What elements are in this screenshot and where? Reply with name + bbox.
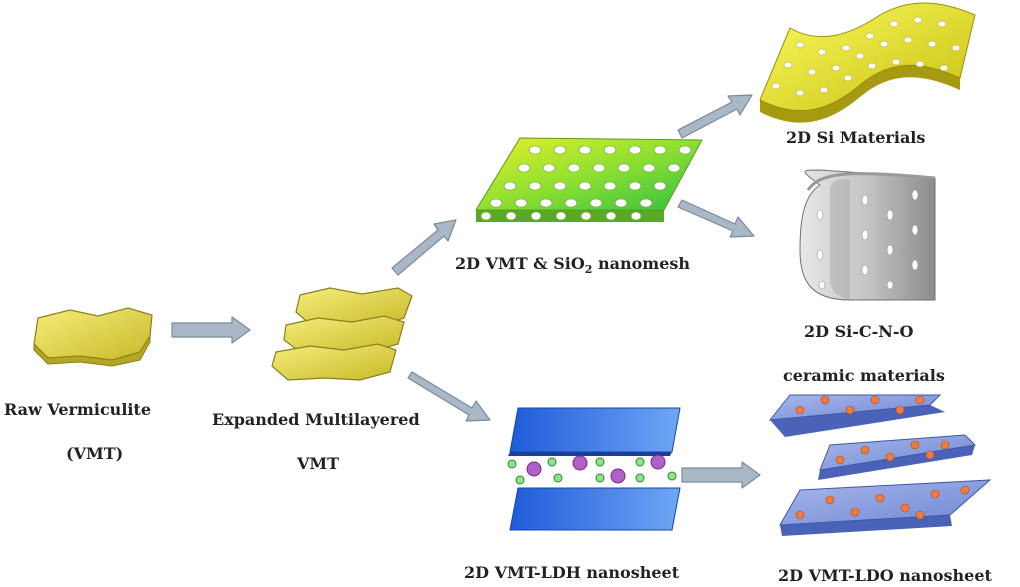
nanomesh-sheet-icon	[475, 137, 703, 222]
arrow-expanded-to-ldh	[407, 371, 491, 422]
arrow-raw-to-expanded	[171, 316, 251, 344]
arrow-expanded-to-nanomesh	[391, 219, 457, 276]
ldh-nanosheet-icon	[507, 407, 681, 531]
water-molecule-icon	[507, 457, 677, 485]
raw-vermiculite-icon	[33, 307, 153, 367]
anion-icon	[526, 454, 666, 484]
expanded-vmt-label: Expanded Multilayered	[212, 410, 420, 429]
ceramic-curved-sheet-icon	[799, 169, 936, 301]
nanomesh-label: 2D VMT & SiO2 nanomesh	[455, 254, 691, 277]
expanded-vmt-icon	[271, 287, 413, 381]
sicno-label: 2D Si-C-N-O	[804, 322, 914, 341]
si-wavy-sheet-icon	[759, 2, 976, 123]
raw-vermiculite-abbrev: (VMT)	[66, 444, 124, 463]
arrow-nanomesh-to-si	[677, 94, 753, 139]
raw-vermiculite-label: Raw Vermiculite	[4, 400, 152, 419]
ldh-label: 2D VMT-LDH nanosheet	[464, 563, 680, 582]
ldo-nanosheet-icon	[768, 394, 992, 536]
si-materials-label: 2D Si Materials	[786, 128, 926, 147]
arrow-ldh-to-ldo	[681, 461, 761, 489]
ldo-label: 2D VMT-LDO nanosheet	[778, 566, 992, 585]
sicno-ceramic-label: ceramic materials	[783, 366, 945, 385]
arrow-nanomesh-to-ceramic	[677, 199, 755, 238]
expanded-vmt-abbrev: VMT	[297, 454, 340, 473]
